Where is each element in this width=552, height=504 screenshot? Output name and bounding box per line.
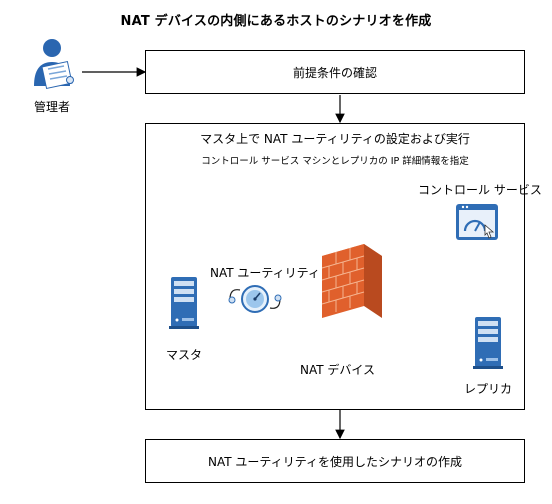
control-service-icon [455,203,499,243]
administrator-label: 管理者 [34,100,71,114]
step-prerequisites-label: 前提条件の確認 [292,65,377,80]
administrator-icon [26,36,84,94]
master-server-icon [168,276,200,330]
step-configure-title: マスタ上で NAT ユーティリティの設定および実行 [200,132,470,146]
step-create-scenario-label: NAT ユーティリティを使用したシナリオの作成 [208,454,462,469]
diagram-title: NAT デバイスの内側にあるホストのシナリオを作成 [120,14,432,29]
nat-device-label: NAT デバイス [300,363,376,377]
control-service-label: コントロール サービス [418,183,542,197]
replica-label: レプリカ [464,382,513,396]
nat-utility-icon [224,284,286,314]
step-prerequisites-box: 前提条件の確認 [145,50,525,94]
replica-server-icon [472,316,504,370]
nat-utility-label: NAT ユーティリティ [210,266,320,280]
nat-device-firewall-icon [318,240,386,330]
step-create-scenario-box: NAT ユーティリティを使用したシナリオの作成 [145,439,525,483]
master-label: マスタ [166,348,203,362]
step-configure-subtitle: コントロール サービス マシンとレプリカの IP 詳細情報を指定 [201,156,469,167]
